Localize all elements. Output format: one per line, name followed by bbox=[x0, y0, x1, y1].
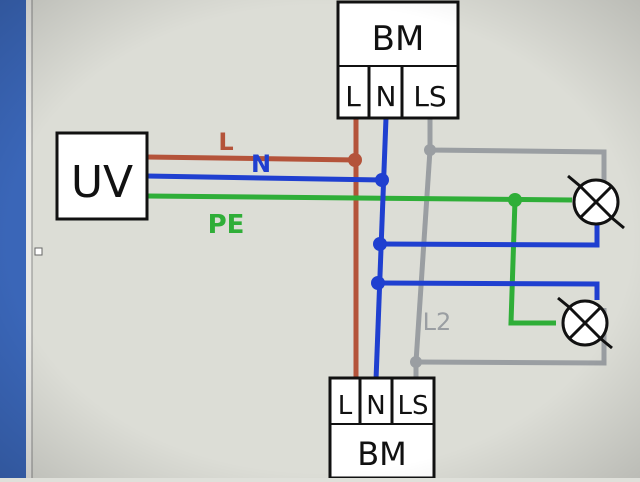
bm-bottom-terminal-LS: LS bbox=[398, 391, 429, 421]
junction-N bbox=[375, 173, 389, 187]
bm-bottom-box: L N LS BM bbox=[328, 376, 436, 480]
bm-bottom-terminal-L: L bbox=[338, 391, 353, 421]
uv-box: UV bbox=[55, 131, 149, 221]
bm-top-terminal-L: L bbox=[345, 80, 361, 113]
bm-top-label: BM bbox=[372, 19, 425, 59]
wire-label-L2: L2 bbox=[423, 308, 452, 336]
bm-top-terminal-N: N bbox=[376, 80, 397, 113]
wire-label-PE: PE bbox=[208, 210, 245, 240]
wire-label-L: L bbox=[218, 128, 233, 156]
junction-N-lamp1 bbox=[373, 237, 387, 251]
bm-bottom-terminal-N: N bbox=[366, 391, 385, 421]
junction-PE bbox=[508, 193, 522, 207]
window-bezel bbox=[0, 0, 26, 478]
junction-L2 bbox=[410, 356, 422, 368]
bm-top-box: BM L N LS bbox=[336, 0, 460, 120]
page-margin bbox=[26, 0, 32, 478]
wire-label-N: N bbox=[251, 150, 271, 178]
junction-LS bbox=[424, 144, 436, 156]
junction-N-lamp2 bbox=[371, 276, 385, 290]
uv-label: UV bbox=[71, 157, 133, 208]
bm-top-terminal-LS: LS bbox=[413, 80, 446, 113]
junction-L bbox=[348, 153, 362, 167]
bm-bottom-label: BM bbox=[357, 435, 407, 473]
ruler-handle[interactable] bbox=[34, 247, 43, 256]
